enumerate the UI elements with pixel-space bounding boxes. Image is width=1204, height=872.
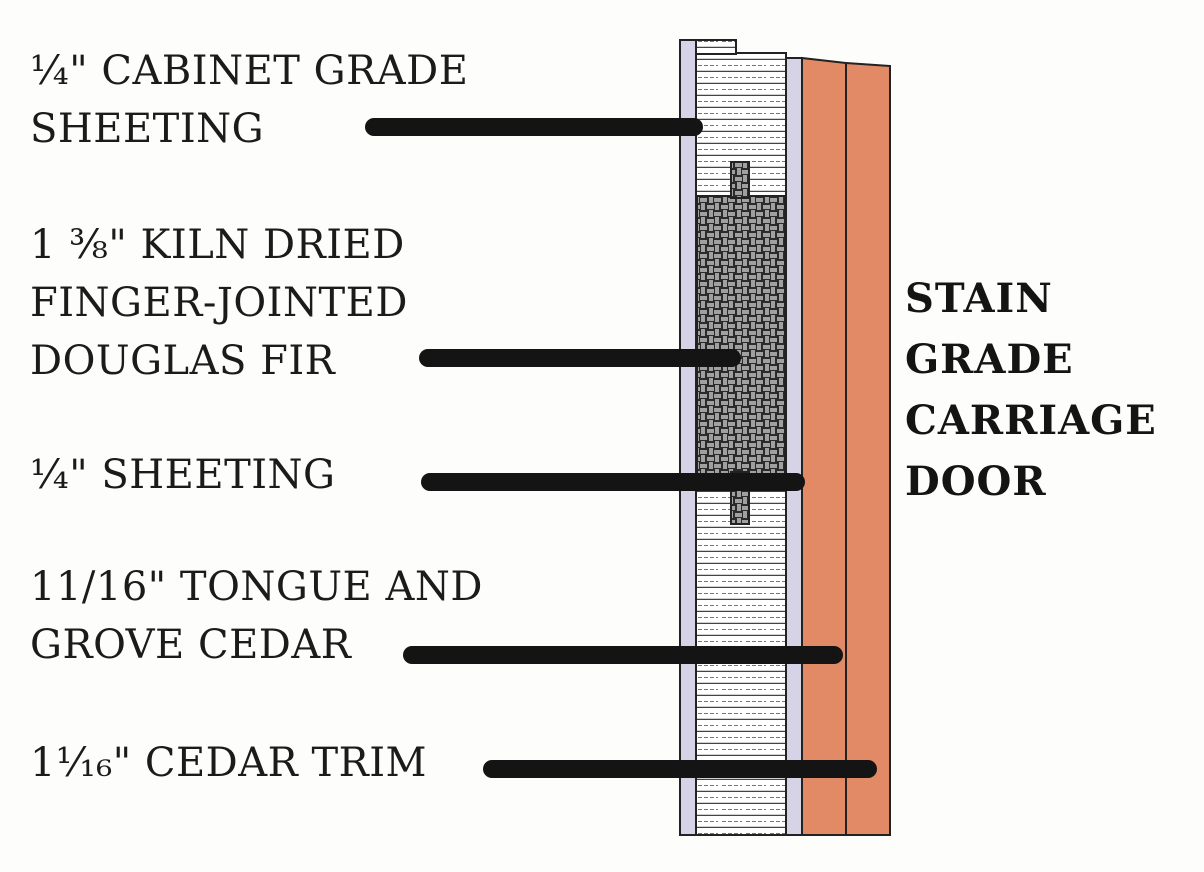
finger-jointed-fir-core [696,195,786,475]
cedar-trim-layer [845,61,891,836]
label-line: 11/16" TONGUE AND [30,564,483,610]
label-line: DOUGLAS FIR [30,338,336,384]
title-line: GRADE [905,336,1074,383]
title-line: CARRIAGE [905,397,1157,444]
tongue-groove-cedar-layer [801,56,847,836]
cabinet-grade-sheeting-layer [679,39,697,836]
label-line: SHEETING [30,106,265,152]
label-tongue-groove-cedar: 11/16" TONGUE AND GROVE CEDAR [30,558,483,674]
label-line: 1 ⅜" KILN DRIED [30,222,405,268]
title-line: DOOR [905,458,1047,505]
label-cedar-trim: 1¹⁄₁₆" CEDAR TRIM [30,734,427,792]
top-tab [695,39,737,55]
label-line: ¼" CABINET GRADE [30,48,469,94]
finger-joint-top [730,161,750,199]
label-line: 1¹⁄₁₆" CEDAR TRIM [30,740,427,786]
title-line: STAIN [905,275,1053,322]
label-line: FINGER-JOINTED [30,280,408,326]
label-sheeting: ¼" SHEETING [30,446,336,504]
label-cabinet-grade-sheeting: ¼" CABINET GRADE SHEETING [30,42,468,158]
label-line: ¼" SHEETING [30,452,336,498]
label-douglas-fir: 1 ⅜" KILN DRIED FINGER-JOINTED DOUGLAS F… [30,216,408,390]
label-line: GROVE CEDAR [30,622,352,668]
diagram-title: STAIN GRADE CARRIAGE DOOR [905,268,1157,512]
inner-sheeting-layer [785,57,803,836]
